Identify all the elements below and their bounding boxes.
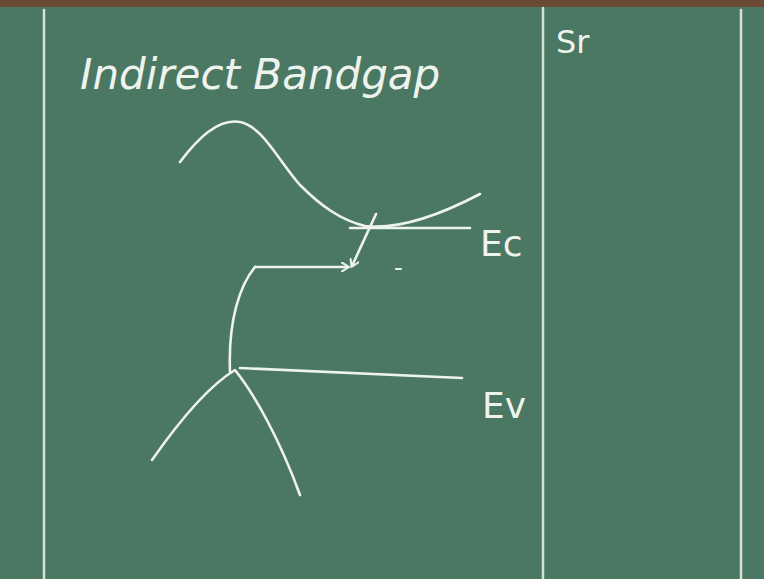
title: Indirect Bandgap (80, 54, 440, 96)
board-line (43, 10, 46, 579)
board-line (740, 10, 743, 579)
electron-mark: - (394, 256, 403, 280)
board-frame (0, 0, 764, 7)
band-edge-label: Ec (480, 226, 523, 262)
board-line (542, 8, 545, 579)
conduction-band (180, 121, 480, 226)
transition-path (230, 267, 255, 372)
corner-note: Sr (556, 26, 589, 58)
valence-band (152, 370, 300, 495)
band-edge-label: Ev (482, 388, 526, 424)
momentum-arrow (255, 266, 348, 269)
transition-arrow (352, 214, 376, 266)
valence-band-edge (240, 368, 462, 378)
